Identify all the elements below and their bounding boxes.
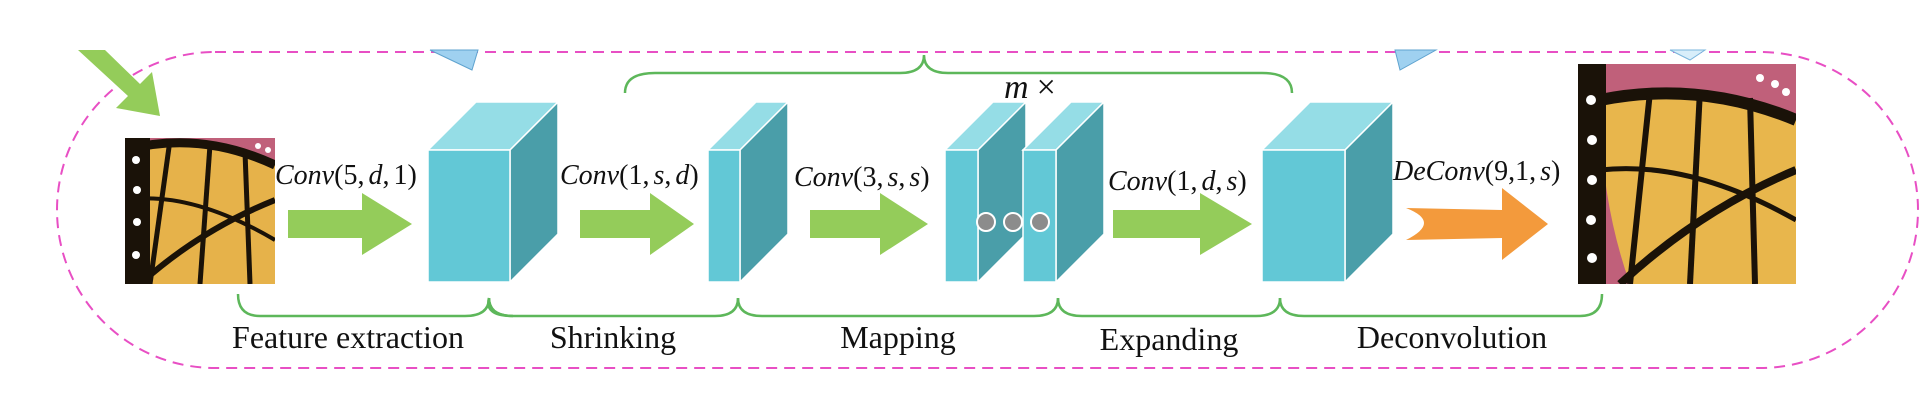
arrow-icon-5 (1406, 188, 1548, 260)
stage-label-expanding: Expanding (1100, 321, 1239, 357)
stage-label-deconvolution: Deconvolution (1357, 319, 1547, 355)
feature-extraction-block (426, 100, 560, 284)
repeat-brace (623, 54, 1294, 94)
ellipsis-dots-icon (976, 212, 1050, 232)
stage-label-feature-extraction: Feature extraction (232, 319, 464, 355)
feedback-loop-path (56, 51, 1919, 369)
arrow-icon-1 (288, 193, 412, 255)
feedback-arrow-icon (78, 50, 160, 116)
brace-deconvolution (1278, 293, 1604, 318)
arrow-icon-4 (1113, 193, 1252, 255)
top-partial-marker-right (1394, 49, 1438, 71)
stage-label-shrinking: Shrinking (550, 319, 676, 355)
top-partial-marker-left (429, 49, 479, 71)
shrinking-block (706, 100, 790, 284)
op-label-2: Conv(1,s,d) (560, 160, 699, 191)
brace-mapping (736, 297, 1060, 318)
op-label-4: Conv(1,d,s) (1108, 166, 1247, 197)
op-label-3: Conv(3,s,s) (794, 162, 930, 193)
repeat-label: m× (1004, 69, 1056, 106)
top-partial-marker-far-right (1669, 49, 1707, 61)
brace-feature-extraction (236, 293, 514, 318)
output-image (1578, 64, 1796, 284)
arrow-icon-2 (580, 193, 694, 255)
op-label-5: DeConv(9,1,s) (1392, 156, 1560, 187)
brace-expanding (1056, 297, 1282, 318)
arrow-icon-3 (810, 193, 928, 255)
op-label-1: Conv(5,d,1) (275, 160, 417, 191)
input-image (125, 138, 275, 284)
mapping-block-1 (943, 100, 1028, 284)
brace-shrinking (487, 297, 740, 318)
expanding-block (1260, 100, 1395, 284)
stage-label-mapping: Mapping (840, 319, 956, 355)
mapping-block-2 (1021, 100, 1106, 284)
